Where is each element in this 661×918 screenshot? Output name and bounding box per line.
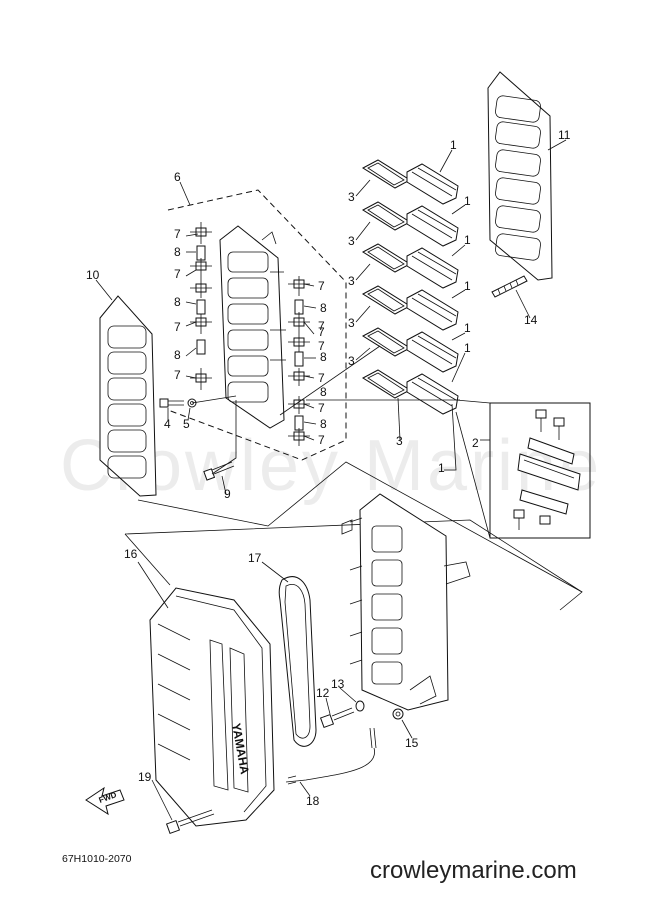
callout-8-a: 8	[174, 245, 181, 259]
silencer-cover-16: YAMAHA	[149, 587, 275, 827]
callout-17: 17	[248, 551, 262, 565]
callout-8-f: 8	[320, 417, 327, 431]
seal-17	[278, 576, 317, 747]
callout-18: 18	[306, 794, 320, 808]
manifold-group-6	[167, 189, 347, 461]
callout-7-j: 7	[318, 339, 325, 353]
callout-7-b: 7	[174, 267, 181, 281]
callout-2: 2	[472, 436, 479, 450]
callout-7-a: 7	[174, 227, 181, 241]
callout-8-e: 8	[320, 350, 327, 364]
gasket-10	[99, 295, 157, 497]
callout-7-f: 7	[318, 325, 325, 339]
guide-lines	[124, 345, 583, 611]
callout-4: 4	[164, 417, 171, 431]
callout-12: 12	[316, 686, 330, 700]
callout-1-b: 1	[464, 194, 471, 208]
right-fittings	[288, 276, 310, 446]
callout-1-d: 1	[464, 279, 471, 293]
callout-7-g: 7	[318, 371, 325, 385]
callout-1-a: 1	[450, 138, 457, 152]
drawing-code: 67H1010-2070	[62, 853, 132, 865]
callout-7-c: 7	[174, 320, 181, 334]
callout-19: 19	[138, 770, 152, 784]
callout-3-b: 3	[348, 234, 355, 248]
callout-16: 16	[124, 547, 138, 561]
callout-7-i: 7	[318, 433, 325, 447]
callout-1-f: 1	[464, 341, 471, 355]
callout-labels: 1 1 1 1 1 1 1 2 3 3 3 3 3 3 4 5 6 7 7 7 …	[86, 128, 571, 808]
inset-detail	[455, 399, 591, 539]
left-fittings	[190, 222, 212, 390]
callout-6: 6	[174, 170, 181, 184]
callout-10: 10	[86, 268, 100, 282]
reed-valves-1	[406, 163, 459, 415]
site-url: crowleymarine.com	[370, 857, 577, 884]
callout-8-d: 8	[320, 301, 327, 315]
callout-3-d: 3	[348, 316, 355, 330]
callout-8-c: 8	[174, 348, 181, 362]
callout-8-b: 8	[174, 295, 181, 309]
intake-housing	[341, 493, 471, 711]
callout-3-c: 3	[348, 274, 355, 288]
callout-1-c: 1	[464, 233, 471, 247]
callout-7-e: 7	[318, 279, 325, 293]
callout-13: 13	[331, 677, 345, 691]
gasket-11	[487, 71, 553, 281]
hardware-lower	[165, 700, 404, 835]
callout-5: 5	[183, 417, 190, 431]
leader-lines	[95, 139, 567, 821]
callout-1-g: 1	[438, 461, 445, 475]
callout-11: 11	[558, 128, 571, 142]
callout-15: 15	[405, 736, 419, 750]
callout-7-k: 7	[318, 319, 325, 333]
fwd-arrow-icon: FWD	[85, 786, 125, 816]
callout-7-h: 7	[318, 401, 325, 415]
callout-3-e: 3	[348, 354, 355, 368]
callout-3-f: 3	[396, 434, 403, 448]
callout-8-g: 8	[320, 385, 327, 399]
stud-14	[491, 275, 528, 298]
callout-7-d: 7	[174, 368, 181, 382]
callout-1-e: 1	[464, 321, 471, 335]
callout-3-a: 3	[348, 190, 355, 204]
callout-9: 9	[224, 487, 231, 501]
reed-gaskets-3	[362, 159, 411, 399]
callout-14: 14	[524, 313, 538, 327]
